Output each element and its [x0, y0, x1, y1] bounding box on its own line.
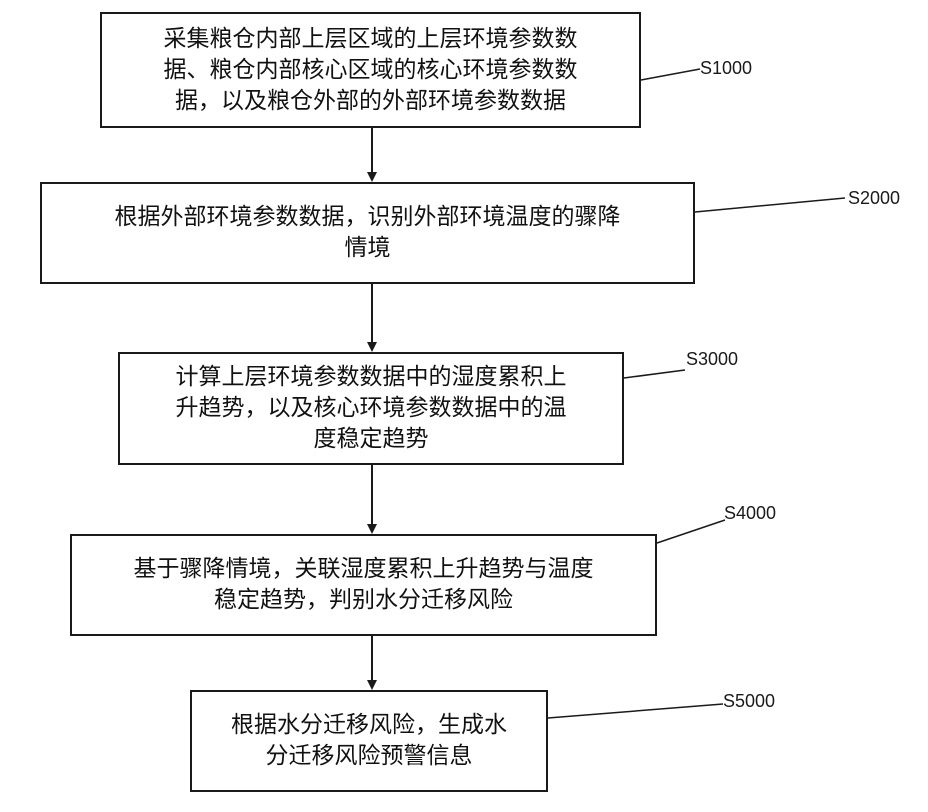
step-text-line: 情境: [115, 233, 621, 264]
step-label-s1000: S1000: [700, 58, 752, 79]
step-label-s5000: S5000: [723, 691, 775, 712]
step-text-line: 根据水分迁移风险，生成水: [231, 710, 507, 741]
step-text-line: 度稳定趋势: [176, 424, 567, 455]
step-label-s3000: S3000: [686, 349, 738, 370]
step-box-s4000: 基于骤降情境，关联湿度累积上升趋势与温度 稳定趋势，判别水分迁移风险: [70, 534, 657, 636]
step-text-line: 稳定趋势，判别水分迁移风险: [134, 585, 594, 616]
step-label-s4000: S4000: [724, 503, 776, 524]
leader-line-s2000: [695, 198, 845, 212]
step-text-line: 分迁移风险预警信息: [231, 741, 507, 772]
step-text-line: 采集粮仓内部上层区域的上层环境参数数: [164, 24, 578, 55]
step-text-line: 据、粮仓内部核心区域的核心环境参数数: [164, 55, 578, 86]
leader-line-s4000: [657, 520, 725, 543]
step-text-line: 据，以及粮仓外部的外部环境参数数据: [164, 86, 578, 117]
step-box-s1000: 采集粮仓内部上层区域的上层环境参数数 据、粮仓内部核心区域的核心环境参数数 据，…: [100, 12, 641, 128]
step-text-line: 基于骤降情境，关联湿度累积上升趋势与温度: [134, 554, 594, 585]
step-box-s5000: 根据水分迁移风险，生成水 分迁移风险预警信息: [190, 690, 548, 792]
step-label-s2000: S2000: [848, 188, 900, 209]
leader-line-s3000: [624, 370, 685, 378]
leader-line-s1000: [641, 69, 700, 80]
step-box-s3000: 计算上层环境参数数据中的湿度累积上 升趋势，以及核心环境参数数据中的温 度稳定趋…: [118, 352, 624, 465]
step-text-line: 升趋势，以及核心环境参数数据中的温: [176, 393, 567, 424]
step-text-line: 根据外部环境参数数据，识别外部环境温度的骤降: [115, 202, 621, 233]
step-box-s2000: 根据外部环境参数数据，识别外部环境温度的骤降 情境: [40, 182, 695, 284]
step-text-line: 计算上层环境参数数据中的湿度累积上: [176, 362, 567, 393]
leader-line-s5000: [548, 704, 723, 718]
